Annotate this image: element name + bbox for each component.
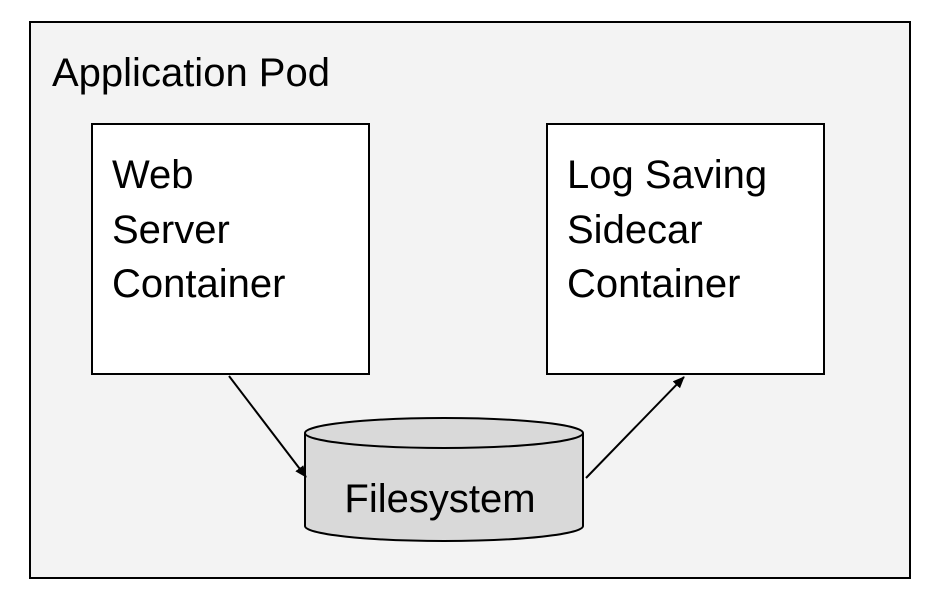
web-server-label-line-1: Web [112,153,194,197]
arrow-web-server-to-filesystem [228,375,307,478]
web-server-label-line-2: Server [112,208,230,252]
application-pod-label: Application Pod [52,51,330,95]
sidecar-label-line-1: Log Saving [567,153,767,197]
filesystem-label: Filesystem [344,477,535,521]
filesystem-cylinder-body [304,433,584,542]
sidecar-container-box [546,123,825,375]
web-server-label-line-3: Container [112,262,285,306]
sidecar-label-line-2: Sidecar [567,208,703,252]
sidecar-label-line-3: Container [567,262,740,306]
web-server-container-box [91,123,370,375]
filesystem-cylinder: Filesystem [304,417,584,542]
filesystem-cylinder-top [304,417,584,449]
arrow-filesystem-to-sidecar [585,376,685,479]
